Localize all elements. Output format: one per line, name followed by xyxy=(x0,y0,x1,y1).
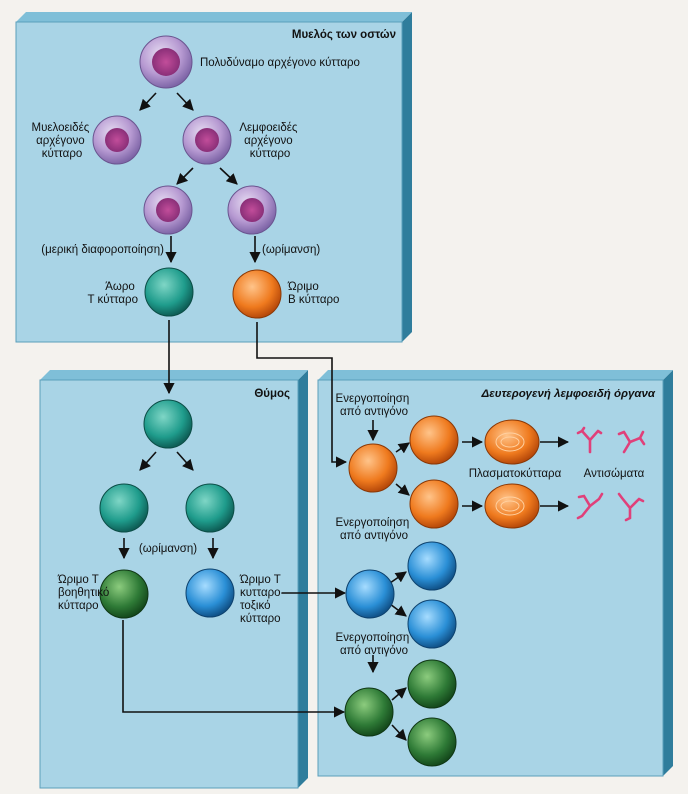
antibody-icon xyxy=(617,492,645,522)
arrow xyxy=(389,571,407,584)
cytotoxic-clone-top xyxy=(407,541,457,591)
label-helper-t: Ώριμο Τ βοηθητικό κύτταρο xyxy=(57,574,113,612)
arrow xyxy=(176,451,194,471)
connector-helper-to-secondary xyxy=(122,620,346,718)
arrow xyxy=(395,483,410,496)
b-cell-clone-top xyxy=(409,415,459,465)
myeloid-progenitor-cell xyxy=(92,115,142,165)
panel-bone-marrow: Μυελός των οστών xyxy=(15,12,412,343)
panel-title-thymus: Θύμος xyxy=(254,388,290,400)
panel-top xyxy=(40,370,308,380)
panel-top xyxy=(16,12,412,22)
labels: Πολυδύναμο αρχέγονο κύτταρο Μυελοειδές α… xyxy=(32,57,645,657)
immature-t-cell xyxy=(144,267,194,317)
activated-helper-t-cell xyxy=(344,687,394,737)
cytotoxic-clone-bottom xyxy=(407,599,457,649)
connector-b-to-secondary xyxy=(256,322,348,468)
label-cytotoxic-t: Ώριμο Τ κυτταρο- τοξικό κύτταρο xyxy=(239,574,288,625)
cytotoxic-t-cell xyxy=(185,568,235,618)
lymphoid-progenitor-cell xyxy=(182,115,232,165)
panel-side xyxy=(298,370,308,788)
panel-title-bone-marrow: Μυελός των οστών xyxy=(292,29,396,41)
label-immature-t: Άωρο Τ κύτταρο xyxy=(87,281,138,306)
b-cell-clone-bottom xyxy=(409,479,459,529)
label-myeloid: Μυελοειδές αρχέγονο κύτταρο xyxy=(32,122,93,160)
helper-t-cell xyxy=(99,569,149,619)
arrow xyxy=(139,92,157,111)
panel-face xyxy=(15,21,403,343)
antibody-icon xyxy=(617,430,646,454)
panel-side xyxy=(663,370,673,776)
thymocyte-cell-right xyxy=(185,483,235,533)
thymocyte-cell xyxy=(143,399,193,449)
label-plasma-cells: Πλασματοκύτταρα xyxy=(469,468,562,480)
plasma-cell-top xyxy=(484,419,540,465)
helper-clone-top xyxy=(407,659,457,709)
plasma-cell-bottom xyxy=(484,483,540,529)
arrows xyxy=(118,92,570,741)
arrow xyxy=(391,724,407,741)
b-precursor-cell xyxy=(227,185,277,235)
antibody-icon xyxy=(576,426,603,454)
panel-top xyxy=(318,370,673,380)
arrow xyxy=(219,167,238,185)
cells xyxy=(92,35,540,767)
label-antibodies: Αντισώματα xyxy=(584,468,645,480)
label-activation-helper: Ενεργοποίηση από αντιγόνο xyxy=(336,632,413,657)
arrow xyxy=(391,687,407,701)
activated-cytotoxic-t-cell xyxy=(345,569,395,619)
arrow xyxy=(395,442,410,454)
stem-cell xyxy=(139,35,193,89)
arrow xyxy=(389,603,407,617)
antibodies xyxy=(576,426,646,522)
mature-b-cell xyxy=(232,269,282,319)
antibody-icon xyxy=(576,492,604,520)
panel-title-secondary: Δευτερογενή λεμφοειδή όργανα xyxy=(481,388,656,400)
t-precursor-cell xyxy=(143,185,193,235)
label-partial-differentiation: (μερική διαφοροποίηση) xyxy=(41,244,164,256)
label-maturation-t: (ωρίμανση) xyxy=(139,543,197,555)
panel-side xyxy=(402,12,412,342)
label-maturation-b: (ωρίμανση) xyxy=(262,244,320,256)
helper-clone-bottom xyxy=(407,717,457,767)
arrow xyxy=(176,92,194,111)
activated-b-cell xyxy=(348,443,398,493)
thymocyte-cell-left xyxy=(99,483,149,533)
label-activation-b: Ενεργοποίηση από αντιγόνο xyxy=(336,393,413,418)
label-lymphoid: Λεμφοειδές αρχέγονο κύτταρο xyxy=(239,122,300,160)
label-mature-b: Ώριμο Β κύτταρο xyxy=(287,281,339,306)
arrow xyxy=(176,167,194,185)
label-activation-cytotoxic: Ενεργοποίηση από αντιγόνο xyxy=(336,517,413,542)
arrow xyxy=(139,451,157,471)
label-stem-cell: Πολυδύναμο αρχέγονο κύτταρο xyxy=(200,57,360,69)
